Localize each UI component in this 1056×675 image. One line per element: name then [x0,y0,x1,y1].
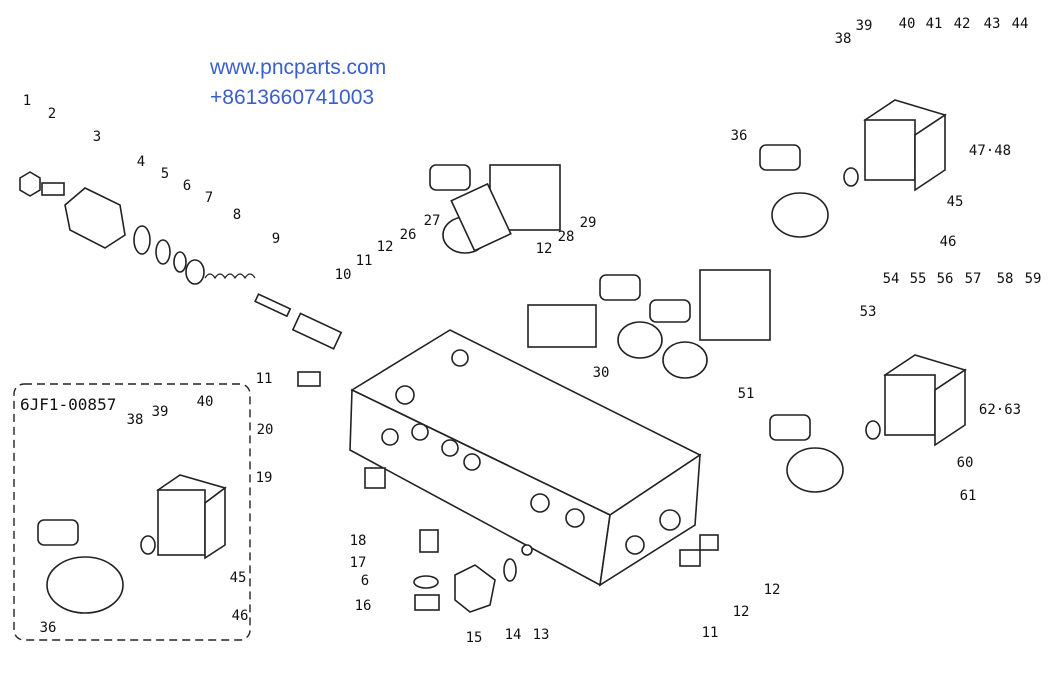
callout-label: 11 [702,625,719,641]
callout-label: 36 [40,620,57,636]
callout-label: 18 [350,533,367,549]
callout-label: 3 [93,129,101,145]
solenoid-block-upper [759,99,947,238]
callout-label: 39 [856,18,873,34]
watermark-website: www.pncparts.com [210,56,387,79]
callout-label: 61 [960,488,977,504]
callout-label: 19 [256,470,273,486]
callout-label: 28 [558,229,575,245]
main-valve-block [349,329,702,587]
callout-label: 39 [152,404,169,420]
callout-label: 44 [1012,16,1029,32]
callout-label: 36 [731,128,748,144]
callout-label: 40 [899,16,916,32]
callout-label: 26 [400,227,417,243]
callout-label: 11 [256,371,273,387]
solenoid-block-lower [769,354,967,493]
callout-label: 43 [984,16,1001,32]
cover-plate [527,304,597,348]
callout-label: 45 [947,194,964,210]
callout-label: 51 [738,386,755,402]
callout-label: 29 [580,215,597,231]
callout-label: 12 [536,241,553,257]
callout-label: 12 [377,239,394,255]
callout-label: 42 [954,16,971,32]
callout-label: 47·48 [969,143,1011,159]
callout-label: 60 [957,455,974,471]
callout-label: 30 [593,365,610,381]
callout-label: 12 [733,604,750,620]
callout-label: 12 [764,582,781,598]
callout-label: 15 [466,630,483,646]
callout-label: 55 [910,271,927,287]
callout-label: 13 [533,627,550,643]
solenoid-valve-2 [599,269,771,379]
callout-label: 8 [233,207,241,223]
callout-label: 46 [940,234,957,250]
callout-label: 10 [335,267,352,283]
callout-label: 54 [883,271,900,287]
callout-label: 17 [350,555,367,571]
inset-solenoid-block [37,474,227,614]
callout-label: 11 [356,253,373,269]
callout-label: 38 [835,31,852,47]
callout-label: 9 [272,231,280,247]
callout-label: 14 [505,627,522,643]
callout-label: 57 [965,271,982,287]
bottom-plugs [297,371,719,613]
callout-label: 16 [355,598,372,614]
callout-label: 58 [997,271,1014,287]
solenoid-valve-1 [429,164,561,254]
callout-label: 4 [137,154,145,170]
callout-label: 27 [424,213,441,229]
callout-label: 6 [361,573,369,589]
callout-label: 7 [205,190,213,206]
inset-frame [13,383,251,641]
watermark-phone: +8613660741003 [210,86,375,109]
callout-label: 41 [926,16,943,32]
callout-label: 56 [937,271,954,287]
relief-valve-parts [19,171,343,350]
callout-label: 45 [230,570,247,586]
callout-label: 38 [127,412,144,428]
callout-label: 46 [232,608,249,624]
callout-label: 62·63 [979,402,1021,418]
callout-label: 6 [183,178,191,194]
callout-label: 53 [860,304,877,320]
callout-label: 5 [161,166,169,182]
inset-title: 6JF1-00857 [20,395,116,414]
callout-label: 40 [197,394,214,410]
callout-label: 20 [257,422,274,438]
callout-label: 2 [48,106,56,122]
callout-label: 1 [23,93,31,109]
callout-label: 59 [1025,271,1042,287]
